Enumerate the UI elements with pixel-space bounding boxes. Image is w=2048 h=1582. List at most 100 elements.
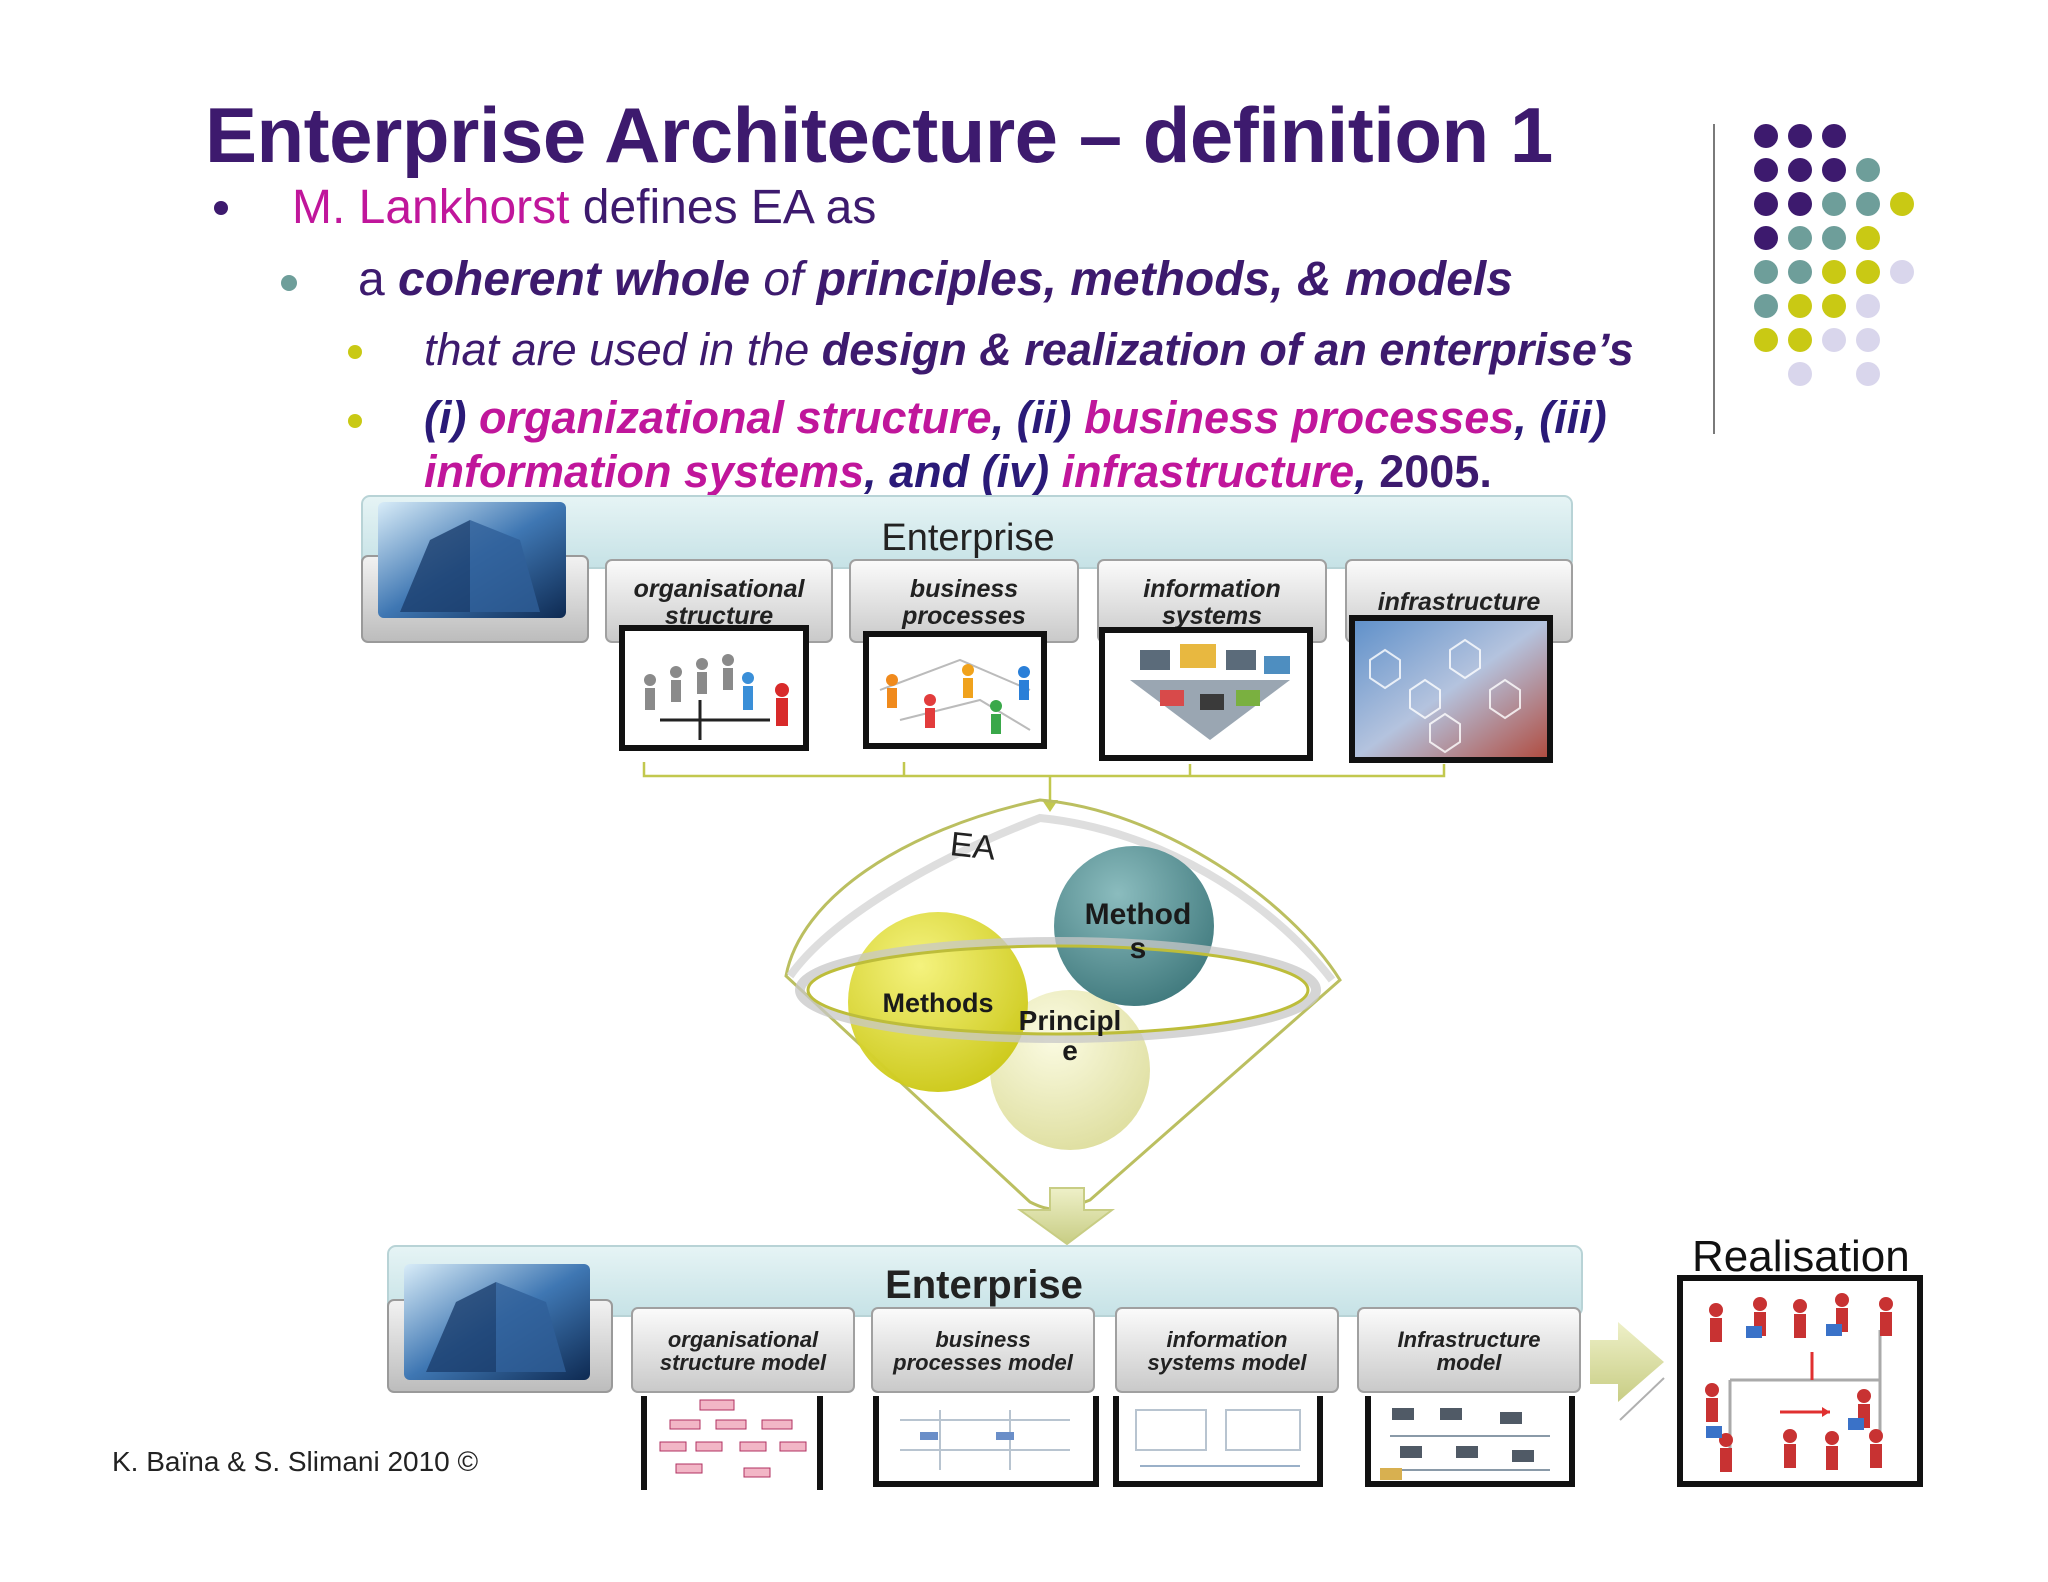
decorative-dot: [1856, 158, 1880, 182]
bullet-level2: [281, 275, 297, 291]
bottom-building-shape: [426, 1282, 496, 1372]
top-building-shape: [400, 520, 470, 612]
marker-iv: , and (iv): [864, 446, 1062, 497]
coherent-whole: coherent whole: [398, 253, 751, 306]
decorative-dot: [1788, 362, 1812, 386]
bottom-tab-org: organisational structure model: [631, 1307, 855, 1393]
decorative-dot: [1856, 294, 1880, 318]
information-systems: information systems: [424, 446, 865, 497]
bottom-tab-org-line1: organisational: [668, 1327, 819, 1352]
top-enterprise-title: Enterprise: [881, 517, 1054, 559]
picture-realisation: [1677, 1275, 1923, 1487]
pale-circle-line1: Principl: [1019, 1005, 1122, 1036]
decorative-dot: [1788, 158, 1812, 182]
funnel-ring-outer: [795, 937, 1321, 1043]
divider-line: [1713, 124, 1715, 434]
bottom-enterprise-title: Enterprise: [885, 1263, 1083, 1307]
slide-title: Enterprise Architecture – definition 1: [205, 91, 1553, 179]
decorative-dot: [1754, 158, 1778, 182]
design-realization: design & realization of an enterprise’s: [821, 324, 1634, 375]
bottom-tab-is: information systems model: [1115, 1307, 1339, 1393]
down-arrow: [1016, 1187, 1115, 1246]
bottom-tab-infra: Infrastructure model: [1357, 1307, 1581, 1393]
bullet-level1: [214, 201, 228, 215]
decorative-dot: [1754, 328, 1778, 352]
decorative-dot: [1856, 260, 1880, 284]
text-a: a: [358, 253, 399, 306]
bottom-tab-bp-line2: processes model: [892, 1350, 1074, 1375]
ea-funnel: EA Method s Methods Principl e: [784, 798, 1342, 1246]
funnel-ring: [806, 944, 1310, 1036]
top-tab-org-line1: organisational: [634, 575, 806, 603]
principles-circle: [990, 990, 1150, 1150]
top-tab-bp: business processes: [849, 559, 1079, 643]
decorative-dot: [1788, 294, 1812, 318]
decorative-dot: [1788, 192, 1812, 216]
decorative-dot: [1890, 192, 1914, 216]
right-arrow: [1590, 1322, 1664, 1402]
picture-information-systems: [1099, 627, 1313, 761]
picture-business-processes: [863, 631, 1047, 749]
ea-label: EA: [948, 825, 997, 868]
decorative-dot: [1822, 192, 1846, 216]
top-tab-is-line2: systems: [1162, 602, 1262, 630]
bullet-level3-a: [348, 345, 362, 359]
year: 2005: [1379, 446, 1480, 497]
bottom-tab-infra-line1: Infrastructure: [1397, 1327, 1540, 1352]
bottom-building-shape-2: [496, 1282, 566, 1372]
teal-circle-line1: Method: [1085, 898, 1192, 931]
bullet-line-2: a coherent whole of principles, methods,…: [358, 252, 1513, 307]
right-arrow-shadow: [1619, 1377, 1665, 1421]
bottom-tab-org-line2: structure model: [660, 1350, 827, 1375]
decorative-dot: [1856, 328, 1880, 352]
picture-org-structure: [619, 625, 809, 751]
bottom-tab-bp-line1: business: [935, 1327, 1030, 1352]
picture-is-model: [1113, 1396, 1323, 1487]
text-used: that are used in the: [424, 324, 822, 375]
top-enterprise-block: Enterprise organisational structure busi…: [361, 495, 1573, 763]
top-tab-infra-line1: infrastructure: [1378, 588, 1541, 616]
bullet-line-3: that are used in the design & realizatio…: [424, 324, 1634, 376]
decorative-dot: [1788, 260, 1812, 284]
connector-lines: [642, 762, 1446, 808]
bullet-line-1: M. Lankhorst defines EA as: [292, 180, 876, 235]
decorative-dot: [1822, 124, 1846, 148]
decorative-dot: [1822, 328, 1846, 352]
organizational-structure: organizational structure: [478, 392, 992, 443]
bullet-line-5: information systems, and (iv) infrastruc…: [424, 446, 1492, 498]
decorative-dot: [1788, 226, 1812, 250]
footer-copyright: K. Baïna & S. Slimani 2010 ©: [112, 1446, 479, 1477]
decorative-dot: [1822, 294, 1846, 318]
funnel-sheen: [786, 813, 1336, 983]
decorative-dot: [1788, 328, 1812, 352]
text-of: of: [750, 253, 817, 306]
bullet-line-4: (i) organizational structure, (ii) busin…: [424, 392, 1607, 444]
bottom-enterprise-block: Enterprise organisational structure mode…: [387, 1245, 1583, 1490]
top-tab-bp-line2: processes: [901, 602, 1026, 630]
period: .: [1479, 446, 1492, 497]
infrastructure: infrastructure: [1061, 446, 1355, 497]
picture-infrastructure: [1349, 615, 1553, 763]
comma: ,: [1354, 446, 1380, 497]
realisation-label: Realisation: [1692, 1232, 1910, 1281]
picture-infra-model: [1365, 1396, 1575, 1487]
decorative-dot: [1754, 226, 1778, 250]
decorative-dot: [1856, 362, 1880, 386]
decorative-dot: [1788, 124, 1812, 148]
top-tab-is-line1: information: [1143, 575, 1281, 603]
teal-circle-line2: s: [1130, 932, 1147, 965]
top-building-shape-2: [470, 520, 540, 612]
decorative-dot: [1822, 158, 1846, 182]
picture-org-structure-model: [641, 1396, 823, 1490]
business-processes: business processes: [1084, 392, 1515, 443]
author-name: M. Lankhorst: [292, 181, 570, 234]
bottom-tab-is-line1: information: [1167, 1327, 1288, 1352]
bottom-tab-infra-line2: model: [1437, 1350, 1503, 1375]
decorative-dot: [1754, 294, 1778, 318]
decorative-dot: [1754, 124, 1778, 148]
principles-methods-models: principles, methods, & models: [816, 253, 1513, 306]
pale-circle-line2: e: [1062, 1035, 1078, 1066]
decorative-dot: [1890, 260, 1914, 284]
yellow-circle-label: Methods: [883, 988, 994, 1018]
